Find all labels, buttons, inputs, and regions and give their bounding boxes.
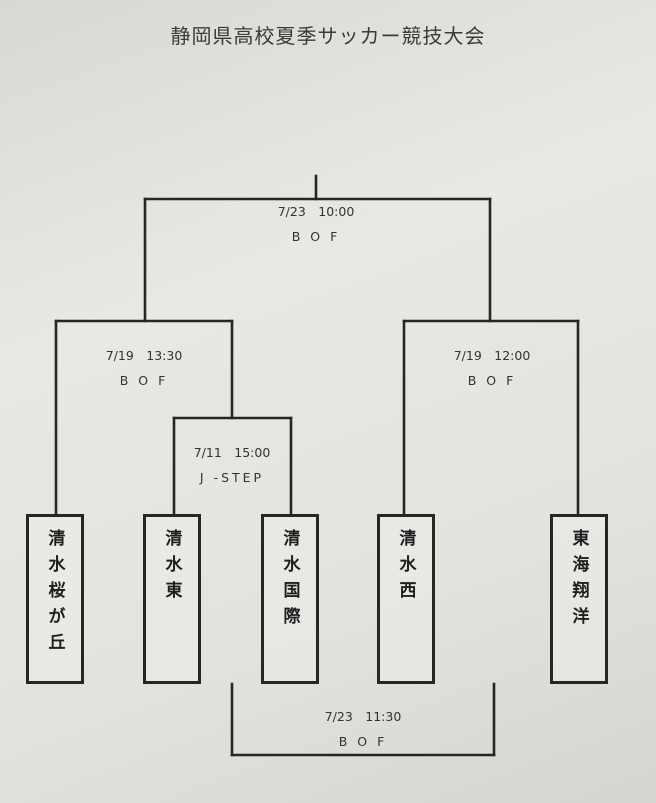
first-round-match-info: 7/11 15:00 J -STEP (162, 445, 302, 485)
tournament-title: 静岡県高校夏季サッカー競技大会 (170, 24, 486, 48)
semi-left-time: 7/19 13:30 (105, 348, 183, 363)
team-box-shimizu-sakuragaoka: 清水桜が丘 (26, 514, 84, 684)
team-box-tokai-shoyo: 東海翔洋 (550, 514, 608, 684)
semi-right-match-info: 7/19 12:00 B O F (422, 348, 562, 388)
team-box-shimizu-nishi: 清水西 (377, 514, 435, 684)
team-name: 清水東 (161, 529, 182, 607)
third-place-time: 7/23 11:30 (324, 709, 402, 724)
semi-right-venue: B O F (467, 372, 517, 388)
team-name: 東海翔洋 (568, 529, 589, 633)
team-name: 清水桜が丘 (44, 529, 65, 659)
final-venue: B O F (291, 228, 341, 244)
team-box-shimizu-kokusai: 清水国際 (261, 514, 319, 684)
team-name: 清水国際 (279, 529, 300, 633)
first-round-venue: J -STEP (199, 469, 265, 485)
semi-left-match-info: 7/19 13:30 B O F (74, 348, 214, 388)
team-name: 清水西 (395, 529, 416, 607)
third-place-match-info: 7/23 11:30 B O F (293, 709, 433, 749)
semi-left-venue: B O F (119, 372, 169, 388)
final-match-info: 7/23 10:00 B O F (246, 204, 386, 244)
semi-right-time: 7/19 12:00 (453, 348, 531, 363)
final-time: 7/23 10:00 (277, 204, 355, 219)
first-round-time: 7/11 15:00 (193, 445, 271, 460)
third-place-venue: B O F (338, 733, 388, 749)
team-box-shimizu-higashi: 清水東 (143, 514, 201, 684)
